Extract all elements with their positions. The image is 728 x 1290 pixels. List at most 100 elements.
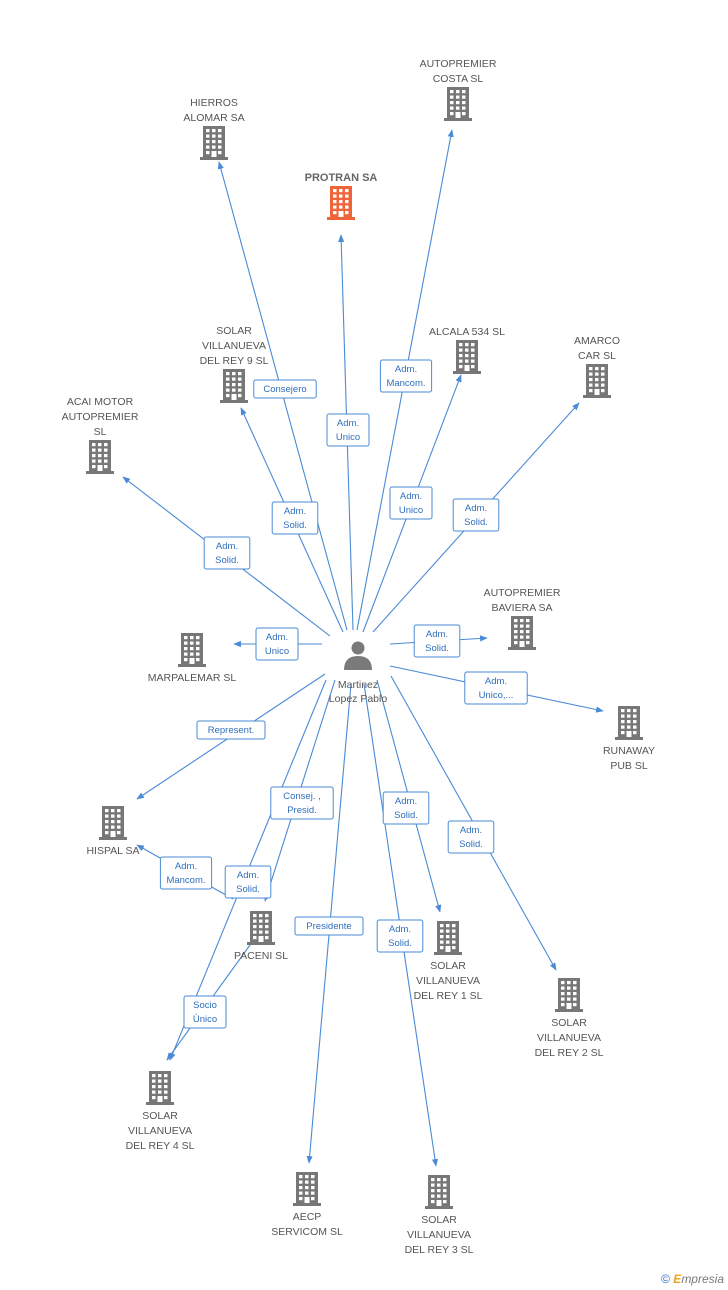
company-name: DEL REY 4 SL [126, 1140, 195, 1152]
role-label[interactable]: Adm.Solid. [224, 865, 272, 899]
building-icon[interactable] [555, 978, 583, 1012]
building-icon[interactable] [444, 87, 472, 121]
company-node-alcala[interactable]: ALCALA 534 SL [429, 326, 505, 374]
role-text: Adm. [284, 506, 306, 517]
role-text: Unico,... [479, 690, 514, 701]
role-text: Adm. [426, 629, 448, 640]
role-text: Único [193, 1014, 217, 1025]
company-name: DEL REY 2 SL [535, 1047, 604, 1059]
company-name: CAR SL [578, 350, 616, 362]
role-label[interactable]: Adm. Unico [255, 627, 299, 661]
role-text: Solid. [464, 517, 488, 528]
role-label[interactable]: Consejero [253, 379, 317, 399]
role-label[interactable]: Represent. [196, 720, 266, 740]
company-name: HISPAL SA [86, 845, 139, 857]
company-name: SOLAR [421, 1214, 457, 1226]
role-label[interactable]: Adm.Solid. [413, 624, 461, 658]
role-text: Presidente [306, 921, 351, 932]
company-name: DEL REY 9 SL [200, 355, 269, 367]
building-icon[interactable] [178, 633, 206, 667]
role-text: Adm. [337, 418, 359, 429]
footer-credit: © Empresia [661, 1272, 724, 1286]
company-node-solar1[interactable]: SOLAR VILLANUEVA DEL REY 1 SL [414, 921, 483, 1002]
building-icon[interactable] [583, 364, 611, 398]
role-text: Presid. [287, 805, 317, 816]
building-icon[interactable] [453, 340, 481, 374]
company-node-hispal[interactable]: HISPAL SA [86, 806, 140, 857]
building-icon[interactable] [146, 1071, 174, 1105]
company-name: VILLANUEVA [537, 1032, 601, 1044]
role-text: Adm. [460, 825, 482, 836]
company-node-protran[interactable]: PROTRAN SA [305, 172, 378, 220]
role-text: Unico [336, 432, 360, 443]
role-label[interactable]: Adm. Solid. [452, 498, 500, 532]
building-icon[interactable] [615, 706, 643, 740]
building-icon[interactable] [220, 369, 248, 403]
role-label[interactable]: Adm.Mancom. [379, 359, 433, 393]
company-name: VILLANUEVA [407, 1229, 471, 1241]
role-text: Adm. [485, 676, 507, 687]
company-node-solar3[interactable]: SOLAR VILLANUEVA DEL REY 3 SL [405, 1175, 474, 1256]
role-text: Solid. [215, 555, 239, 566]
role-label[interactable]: Presidente [294, 916, 364, 936]
role-label[interactable]: Consej. ,Presid. [270, 786, 334, 820]
brand-logo-initial: E [673, 1272, 682, 1286]
building-icon[interactable] [86, 440, 114, 474]
building-icon[interactable] [293, 1172, 321, 1206]
company-name: DEL REY 3 SL [405, 1244, 474, 1256]
role-label[interactable]: Adm.Unico [389, 486, 433, 520]
role-label[interactable]: Adm.Mancom. [159, 856, 213, 890]
building-icon[interactable] [508, 616, 536, 650]
role-text: Adm. [395, 364, 417, 375]
company-name: DEL REY 1 SL [414, 990, 483, 1002]
building-icon[interactable] [247, 911, 275, 945]
role-label[interactable]: Adm. Solid. [376, 919, 424, 953]
building-icon[interactable] [434, 921, 462, 955]
person-name: Lopez Pablo [329, 693, 388, 705]
role-text: Adm. [395, 796, 417, 807]
role-label[interactable]: Adm. Unico,... [464, 671, 528, 705]
company-name: VILLANUEVA [416, 975, 480, 987]
building-icon[interactable] [99, 806, 127, 840]
role-text: Solid. [459, 839, 483, 850]
building-icon[interactable] [327, 186, 355, 220]
role-label[interactable]: Adm. Solid. [447, 820, 495, 854]
building-icon[interactable] [425, 1175, 453, 1209]
company-node-paceni[interactable]: PACENI SL [234, 911, 288, 962]
company-name: ALCALA 534 SL [429, 326, 505, 338]
building-icon[interactable] [200, 126, 228, 160]
company-name: RUNAWAY [603, 745, 655, 757]
company-name: SOLAR [216, 325, 252, 337]
role-text: Adm. [266, 632, 288, 643]
person-icon [344, 641, 372, 670]
company-name: SOLAR [430, 960, 466, 972]
company-name: AECP [293, 1211, 322, 1223]
role-text: Adm. [389, 924, 411, 935]
company-name: PACENI SL [234, 950, 288, 962]
role-label[interactable]: Adm.Solid. [382, 791, 430, 825]
role-text: Solid. [283, 520, 307, 531]
role-text: Adm. [400, 491, 422, 502]
role-text: Adm. [465, 503, 487, 514]
person-name: Martinez [338, 679, 378, 691]
role-label[interactable]: Adm. Unico [326, 413, 370, 447]
role-text: Unico [265, 646, 289, 657]
role-label[interactable]: Adm.Solid. [203, 536, 251, 570]
company-node-marpalemar[interactable]: MARPALEMAR SL [148, 633, 237, 684]
copyright-symbol: © [661, 1272, 670, 1286]
role-label[interactable]: Adm. Solid. [271, 501, 319, 535]
role-text: Solid. [388, 938, 412, 949]
role-text: Socio [193, 1000, 217, 1011]
